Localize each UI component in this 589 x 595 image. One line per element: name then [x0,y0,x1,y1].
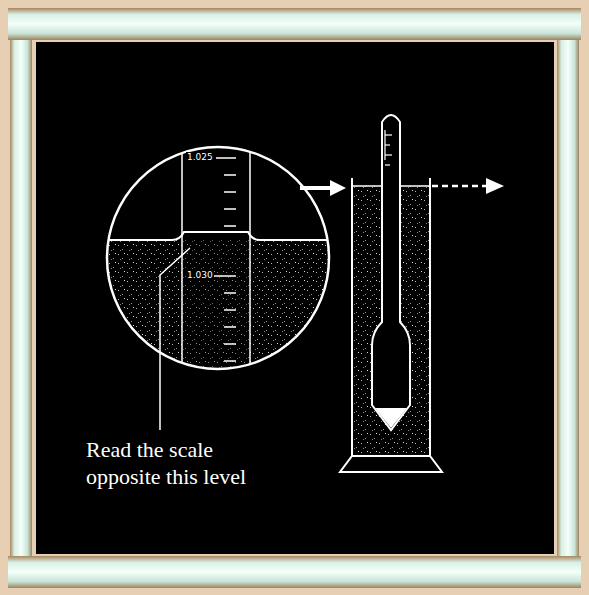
scale-value: 1.030 [186,270,214,281]
reading-note: Read the scale opposite this level [86,436,286,490]
scale-value: 1.025 [186,152,214,163]
